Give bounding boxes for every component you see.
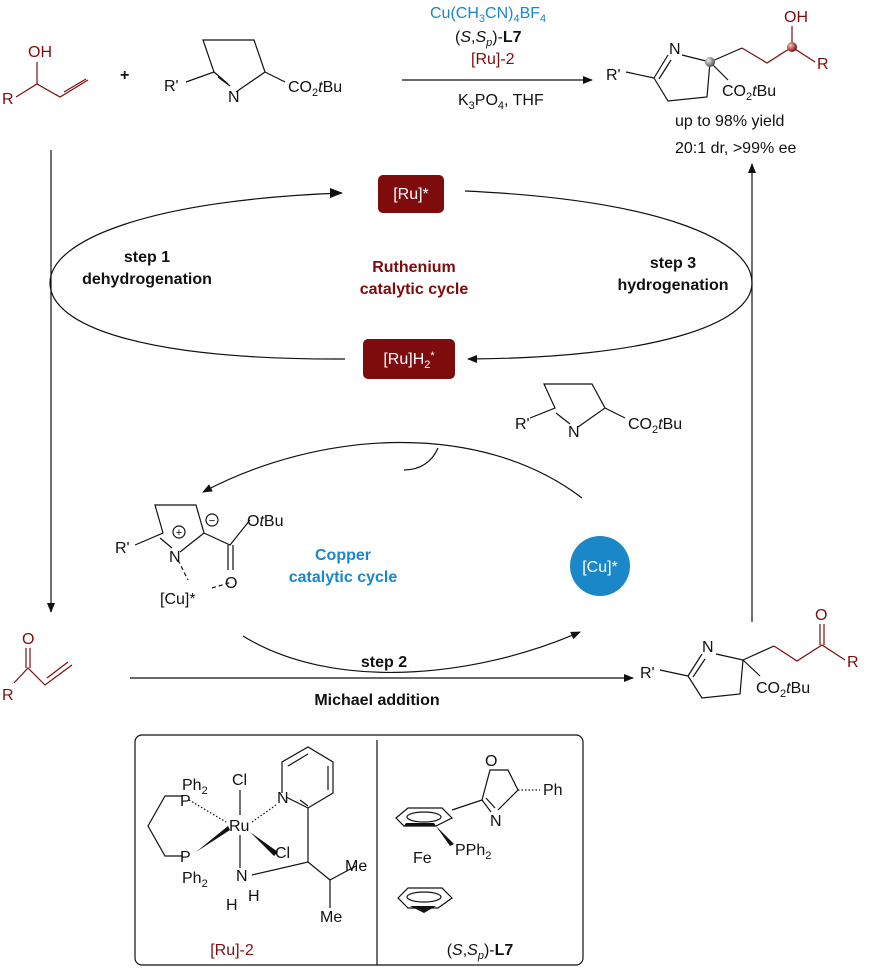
ruthenium-cycle: [Ru]* [Ru]H2* step 1 dehydrogenation Rut… xyxy=(49,175,753,379)
catalyst-box: Ph2 P P Ph2 Ru Cl Cl N N H H Me Me [Ru]-… xyxy=(134,734,584,966)
o-label: O xyxy=(225,575,237,592)
r-label: R xyxy=(2,687,14,704)
step1-label: step 1 xyxy=(124,249,170,266)
ru-hydride-badge xyxy=(363,339,455,379)
l7-label: (S,Sp)-L7 xyxy=(447,942,514,962)
ph2-top: Ph2 xyxy=(182,777,208,797)
stereocenter-marker xyxy=(705,57,715,67)
oh-label: OH xyxy=(28,44,52,61)
p-bottom: P xyxy=(180,849,191,866)
r-prime-label: R' xyxy=(115,540,130,557)
ester-label: CO2tBu xyxy=(756,680,810,700)
yield-text: up to 98% yield xyxy=(675,113,784,130)
me-2: Me xyxy=(320,909,342,926)
o-label: O xyxy=(815,607,827,624)
oh-label: OH xyxy=(784,9,808,26)
enone: O R xyxy=(2,631,73,704)
selectivity-text: 20:1 dr, >99% ee xyxy=(675,140,797,157)
o-label: O xyxy=(485,753,497,770)
n-label: N xyxy=(169,549,181,566)
n-label: N xyxy=(568,424,580,441)
copper-enolate-complex: R' N + − OtBu O [Cu]* xyxy=(115,504,283,608)
ru2-structure: Ph2 P P Ph2 Ru Cl Cl N N H H Me Me [Ru]-… xyxy=(147,746,367,959)
pyrroline-ester: R' N CO2tBu xyxy=(164,39,342,106)
r-prime-label: R' xyxy=(606,67,621,84)
step1-desc: dehydrogenation xyxy=(82,271,212,288)
cu-cycle-subtitle: catalytic cycle xyxy=(289,569,398,586)
copper-cycle: R' N CO2tBu R' N + − OtBu O [Cu]* Copper… xyxy=(115,383,682,709)
o-label: O xyxy=(22,631,34,648)
stereocenter-marker xyxy=(787,42,797,52)
n-label: N xyxy=(702,639,714,656)
r-prime-label: R' xyxy=(515,416,530,433)
ph-label: Ph xyxy=(543,782,563,799)
pph2-label: PPh2 xyxy=(455,842,491,862)
r-label: R xyxy=(847,654,859,671)
otbu-label: OtBu xyxy=(247,513,283,530)
n-amine: N xyxy=(236,868,248,885)
l7-structure: O N Ph PPh2 Fe (S,Sp)-L7 xyxy=(395,753,563,962)
cu-label: [Cu]* xyxy=(160,591,196,608)
ph2-bottom: Ph2 xyxy=(182,870,208,890)
ligand-label: (S,Sp)-L7 xyxy=(455,29,522,49)
step3-label: step 3 xyxy=(650,255,696,272)
ru-active-label: [Ru]* xyxy=(393,186,429,203)
r-label: R xyxy=(817,56,829,73)
michael-label: Michael addition xyxy=(314,692,439,709)
p-top: P xyxy=(180,793,191,810)
ester-label: CO2tBu xyxy=(628,416,682,436)
r-label: R xyxy=(2,91,14,108)
ru-atom: Ru xyxy=(229,818,249,835)
base-solvent-label: K3PO4, THF xyxy=(458,92,544,112)
catalyst-box-frame xyxy=(134,734,584,966)
ketone-product: R' N O R CO2tBu xyxy=(640,607,859,700)
step3-desc: hydrogenation xyxy=(617,277,728,294)
final-product: R' N OH R CO2tBu xyxy=(606,9,829,103)
allylic-alcohol: OH R xyxy=(2,44,89,108)
pyrroline-substrate: R' N CO2tBu xyxy=(515,383,682,441)
cl-top: Cl xyxy=(232,772,247,789)
n-label: N xyxy=(669,41,681,58)
me-1: Me xyxy=(345,858,367,875)
ru-cycle-title: Ruthenium xyxy=(372,259,456,276)
cu-cycle-title: Copper xyxy=(315,547,371,564)
cu-active-label: [Cu]* xyxy=(582,559,618,576)
ru-cycle-subtitle: catalytic cycle xyxy=(360,281,469,298)
ester-label: CO2tBu xyxy=(722,83,776,103)
copper-salt-label: Cu(CH3CN)4BF4 xyxy=(430,5,546,25)
fe-label: Fe xyxy=(413,850,432,867)
ru-catalyst-label: [Ru]-2 xyxy=(471,51,515,68)
r-prime-label: R' xyxy=(640,665,655,682)
n-pyridine: N xyxy=(277,790,289,807)
h-2: H xyxy=(248,888,260,905)
h-1: H xyxy=(226,897,238,914)
n-label: N xyxy=(490,813,502,830)
step2-label: step 2 xyxy=(361,654,407,671)
cl-right: Cl xyxy=(275,845,290,862)
minus-charge: − xyxy=(209,515,215,527)
plus-sign: + xyxy=(120,67,129,84)
cu-active-badge xyxy=(570,536,630,596)
ru-hydride-label: [Ru]H2* xyxy=(383,350,435,371)
ru-active-badge xyxy=(378,175,444,213)
ru2-label: [Ru]-2 xyxy=(210,942,254,959)
n-label: N xyxy=(228,89,240,106)
ester-label: CO2tBu xyxy=(288,79,342,99)
r-prime-label: R' xyxy=(164,78,179,95)
plus-charge: + xyxy=(176,527,182,539)
